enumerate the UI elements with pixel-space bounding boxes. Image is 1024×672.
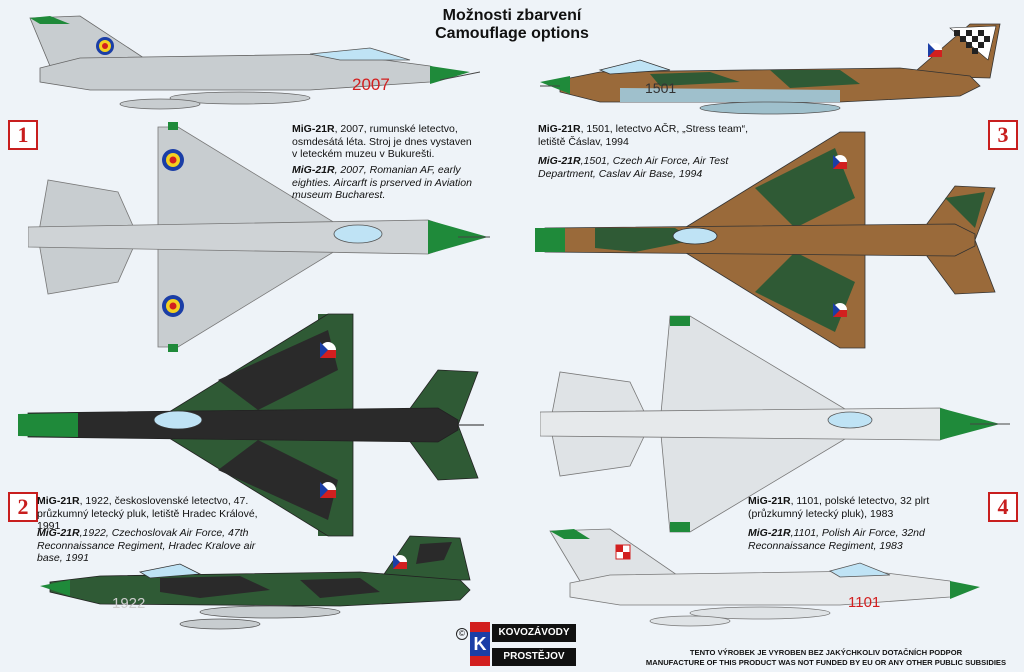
logo-bottom-text: PROSTĚJOV — [492, 648, 576, 666]
option-4-caption-cz: MiG-21R, 1101, polské letectvo, 32 plrt … — [748, 495, 984, 520]
aircraft-2-serial: 1922 — [112, 595, 146, 612]
copyright-icon: © — [456, 628, 468, 640]
option-4-caption-en: MiG-21R,1101, Polish Air Force, 32nd Rec… — [748, 527, 984, 552]
logo-top-text: KOVOZÁVODY — [492, 624, 576, 642]
option-3-text-en: ,1501, Czech Air Force, Air Test Departm… — [538, 155, 729, 180]
option-2-badge: 2 — [8, 492, 38, 522]
option-4-model-cz: MiG-21R — [748, 495, 791, 507]
title-cz: Možnosti zbarvení — [442, 7, 582, 24]
option-2-caption-en: MiG-21R,1922, Czechoslovak Air Force, 47… — [37, 527, 277, 565]
option-4-text-en: ,1101, Polish Air Force, 32nd Reconnaiss… — [748, 527, 925, 552]
option-3-caption-cz: MiG-21R, 1501, letectvo AČR, „Stress tea… — [538, 123, 778, 148]
option-2-text-cz: , 1922, československé letectvo, 47. prů… — [37, 495, 258, 532]
aircraft-1-top-view — [28, 122, 490, 352]
aircraft-1-serial: 2007 — [352, 75, 390, 94]
option-3-text-cz: , 1501, letectvo AČR, „Stress team“, let… — [538, 123, 749, 148]
option-4-text-cz: , 1101, polské letectvo, 32 plrt (průzku… — [748, 495, 930, 520]
option-3-caption-en: MiG-21R,1501, Czech Air Force, Air Test … — [538, 155, 778, 180]
option-3-badge: 3 — [988, 120, 1018, 150]
aircraft-4-top-view — [540, 315, 1010, 533]
aircraft-3-top-view — [535, 131, 996, 349]
option-4-model-en: MiG-21R — [748, 527, 791, 539]
footer-en: MANUFACTURE OF THIS PRODUCT WAS NOT FUND… — [645, 658, 1007, 667]
footer-cz: TENTO VÝROBEK JE VYROBEN BEZ JAKÝCHKOLIV… — [689, 648, 963, 657]
option-3-model-cz: MiG-21R — [538, 123, 581, 135]
aircraft-3-serial: 1501 — [645, 80, 677, 96]
option-1-badge: 1 — [8, 120, 38, 150]
aircraft-4-serial: 1101 — [848, 594, 881, 611]
option-4-badge: 4 — [988, 492, 1018, 522]
logo-letter: K — [470, 632, 490, 656]
option-1-text-cz: , 2007, rumunské letectvo, osmdesátá lét… — [292, 123, 472, 160]
option-2-text-en: ,1922, Czechoslovak Air Force, 47th Reco… — [37, 527, 256, 564]
option-3-model-en: MiG-21R — [538, 155, 581, 167]
option-1-caption-en: MiG-21R, 2007, Romanian AF, early eighti… — [292, 164, 478, 202]
aircraft-1-side-view — [29, 15, 480, 110]
aircraft-2-side-view — [40, 535, 471, 630]
option-2-model-en: MiG-21R — [37, 527, 80, 539]
option-2-model-cz: MiG-21R — [37, 495, 80, 507]
option-1-model-en: MiG-21R — [292, 164, 335, 176]
option-1-text-en: , 2007, Romanian AF, early eighties. Air… — [292, 164, 472, 201]
option-2-caption-cz: MiG-21R, 1922, československé letectvo, … — [37, 495, 277, 533]
option-1-model-cz: MiG-21R — [292, 123, 335, 135]
option-1-caption-cz: MiG-21R, 2007, rumunské letectvo, osmdes… — [292, 123, 478, 161]
title-en: Camouflage options — [435, 25, 589, 42]
aircraft-3-side-view — [540, 23, 1001, 115]
aircraft-4-side-view — [549, 528, 980, 627]
kovozavody-logo: © K KOVOZÁVODY PROSTĚJOV — [456, 622, 576, 670]
aircraft-2-top-view — [18, 313, 484, 537]
